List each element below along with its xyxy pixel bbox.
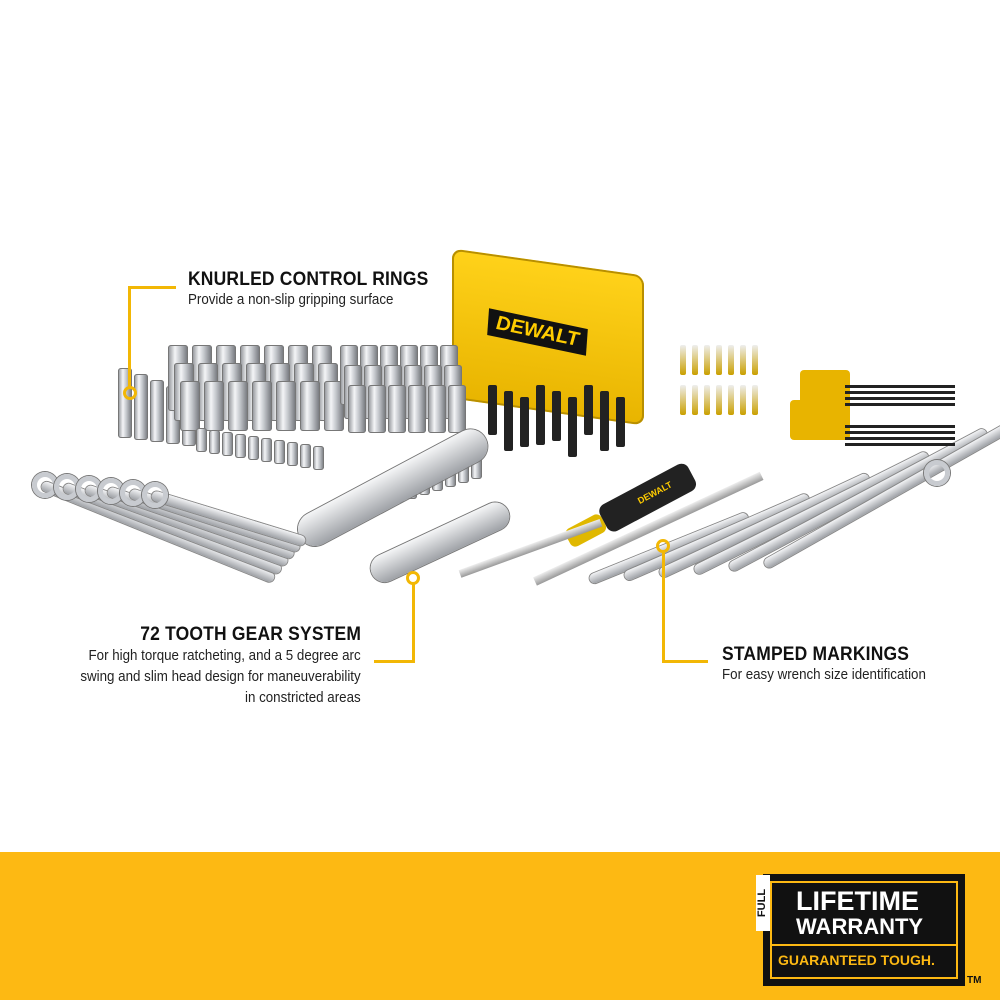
driver-bit bbox=[728, 385, 734, 415]
gear-desc-line: swing and slim head design for maneuvera… bbox=[80, 669, 361, 685]
case-logo: DEWALT bbox=[487, 308, 588, 356]
lifetime-warranty-badge: FULL LIFETIME WARRANTY GUARANTEED TOUGH. bbox=[756, 874, 965, 986]
badge-tagline: GUARANTEED TOUGH. bbox=[778, 952, 935, 968]
impact-bit bbox=[616, 397, 625, 447]
socket bbox=[388, 385, 406, 433]
socket bbox=[428, 385, 446, 433]
driver-bit bbox=[740, 385, 746, 415]
impact-bit bbox=[536, 385, 545, 445]
socket bbox=[180, 381, 200, 431]
trademark: TM bbox=[967, 975, 982, 986]
callout-line bbox=[662, 660, 708, 663]
gear-title: 72 TOOTH GEAR SYSTEM bbox=[140, 624, 361, 645]
impact-bit bbox=[552, 391, 561, 441]
socket bbox=[228, 381, 248, 431]
driver-bit bbox=[680, 385, 686, 415]
impact-bit bbox=[600, 391, 609, 451]
driver-bit bbox=[692, 345, 698, 375]
stamped-desc: For easy wrench size identification bbox=[722, 667, 926, 683]
socket bbox=[196, 428, 207, 452]
callout-marker bbox=[123, 386, 137, 400]
wrench-ring bbox=[142, 482, 168, 508]
callout-marker bbox=[656, 539, 670, 553]
socket bbox=[274, 440, 285, 464]
socket bbox=[300, 444, 311, 468]
driver-bit bbox=[704, 385, 710, 415]
ratchet-small bbox=[366, 497, 514, 587]
socket bbox=[134, 374, 148, 440]
stamped-title: STAMPED MARKINGS bbox=[722, 644, 910, 665]
socket bbox=[300, 381, 320, 431]
socket bbox=[276, 381, 296, 431]
socket bbox=[408, 385, 426, 433]
knurled-desc: Provide a non-slip gripping surface bbox=[188, 292, 394, 308]
callout-marker bbox=[406, 571, 420, 585]
badge-full: FULL bbox=[756, 875, 770, 931]
badge-line2: WARRANTY bbox=[796, 914, 924, 939]
socket bbox=[313, 446, 324, 470]
driver-bit bbox=[704, 345, 710, 375]
driver-bit bbox=[692, 385, 698, 415]
driver-bit bbox=[752, 385, 758, 415]
badge-line1: LIFETIME bbox=[796, 886, 919, 916]
gear-desc-line: in constricted areas bbox=[245, 690, 361, 706]
callout-line bbox=[128, 286, 131, 387]
socket bbox=[471, 447, 482, 479]
impact-bit bbox=[488, 385, 497, 435]
gear-desc: For high torque ratcheting, and a 5 degr… bbox=[81, 646, 361, 709]
driver-bit bbox=[752, 345, 758, 375]
product-image: DEWALT DEWALT bbox=[32, 248, 1000, 587]
socket bbox=[204, 381, 224, 431]
combination-wrench bbox=[692, 450, 930, 576]
impact-bit bbox=[568, 397, 577, 457]
socket bbox=[261, 438, 272, 462]
socket bbox=[252, 381, 272, 431]
socket bbox=[448, 385, 466, 433]
socket bbox=[150, 380, 164, 442]
socket bbox=[324, 381, 344, 431]
socket bbox=[368, 385, 386, 433]
knurled-title: KNURLED CONTROL RINGS bbox=[188, 269, 429, 290]
callout-line bbox=[374, 660, 415, 663]
socket bbox=[248, 436, 259, 460]
driver-bit bbox=[716, 345, 722, 375]
callout-line bbox=[128, 286, 176, 289]
socket bbox=[222, 432, 233, 456]
socket bbox=[209, 430, 220, 454]
badge-divider bbox=[772, 944, 956, 946]
wrench-ring bbox=[924, 460, 950, 486]
screwdriver-logo: DEWALT bbox=[636, 479, 674, 506]
socket bbox=[348, 385, 366, 433]
driver-bit bbox=[716, 385, 722, 415]
driver-bit bbox=[680, 345, 686, 375]
socket bbox=[235, 434, 246, 458]
hex-key-set bbox=[790, 370, 955, 460]
impact-bit bbox=[504, 391, 513, 451]
gear-desc-line: For high torque ratcheting, and a 5 degr… bbox=[88, 648, 361, 664]
socket bbox=[287, 442, 298, 466]
callout-line bbox=[412, 584, 415, 662]
driver-bit bbox=[740, 345, 746, 375]
impact-bit bbox=[520, 397, 529, 447]
driver-bit bbox=[728, 345, 734, 375]
callout-line bbox=[662, 552, 665, 662]
impact-bit bbox=[584, 385, 593, 435]
